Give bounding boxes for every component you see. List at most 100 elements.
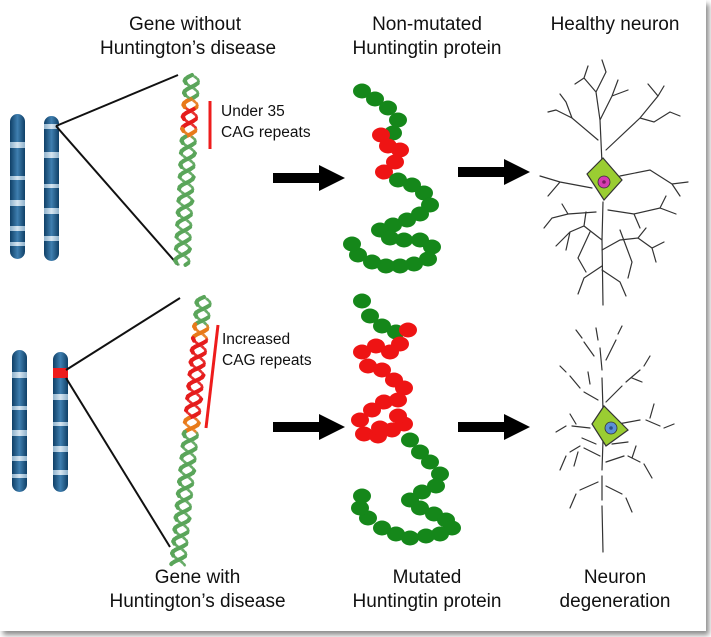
chromosome-right-top xyxy=(44,116,59,261)
neuron-cell-body-degenerating xyxy=(591,405,629,447)
protein-residue xyxy=(431,466,449,482)
gene-healthy-title: Gene without Huntington’s disease xyxy=(100,13,277,61)
chromosome-right-bottom xyxy=(53,352,68,492)
protein-residue xyxy=(423,239,441,255)
protein-healthy-title-line1: Non-mutated xyxy=(372,14,482,35)
protein-residue-cag xyxy=(351,412,369,428)
protein-residue-cag xyxy=(386,154,404,170)
gene-healthy-title-line1: Gene without xyxy=(129,14,241,35)
repeat-marker-mutated xyxy=(204,324,220,429)
neuron-cell-body-healthy xyxy=(586,157,623,201)
protein-residue-cag xyxy=(359,358,377,374)
protein-residue-cag xyxy=(353,344,371,360)
protein-residue xyxy=(387,526,405,542)
neuron-degenerating xyxy=(555,325,675,553)
protein-residue xyxy=(379,100,397,116)
protein-residue xyxy=(373,520,391,536)
repeat-note-mutated-line1: Increased xyxy=(222,331,291,348)
protein-residue xyxy=(413,484,431,500)
gene-mutated-title: Gene with Huntington’s disease xyxy=(100,566,295,614)
protein-residue xyxy=(398,212,416,228)
neuron-mutated-title: Neuron degeneration xyxy=(545,566,685,614)
protein-residue-cag xyxy=(375,394,393,410)
protein-residue-cag xyxy=(389,408,407,424)
protein-residue-cag xyxy=(363,402,381,418)
repeat-note-healthy-line1: Under 35 xyxy=(221,103,285,120)
arrow-gene-to-protein-top xyxy=(273,165,345,191)
arrow-gene-to-protein-bottom xyxy=(273,414,345,440)
repeat-note-mutated: Increased CAG repeats xyxy=(222,329,312,371)
gene-mutated-title-line2: Huntington’s disease xyxy=(109,591,286,612)
protein-residue-cag xyxy=(389,392,407,408)
protein-residue xyxy=(363,254,381,270)
arrow-protein-to-neuron-bottom xyxy=(458,414,530,440)
protein-healthy-title-line2: Huntingtin protein xyxy=(352,38,502,59)
protein-residue xyxy=(419,251,437,267)
protein-residue xyxy=(351,500,369,516)
protein-residue-cag xyxy=(367,338,385,354)
repeat-note-mutated-line2: CAG repeats xyxy=(222,352,312,369)
repeat-note-healthy: Under 35 CAG repeats xyxy=(221,101,311,143)
protein-residue xyxy=(427,478,445,494)
protein-mutated-title-line2: Huntingtin protein xyxy=(352,591,502,612)
dna-helix-mutated xyxy=(169,295,212,567)
protein-residue xyxy=(377,258,395,274)
neuron-healthy-title: Healthy neuron xyxy=(550,14,680,35)
protein-healthy-title: Non-mutated Huntingtin protein xyxy=(337,13,517,61)
protein-residue xyxy=(395,232,413,248)
gene-mutated-title-line1: Gene with xyxy=(154,567,241,588)
protein-mutated xyxy=(351,293,461,546)
protein-residue-cag xyxy=(355,426,373,442)
neuron-mutated-title-line1: Neuron xyxy=(583,567,647,588)
dna-strand-segment xyxy=(174,261,180,266)
protein-residue xyxy=(411,500,429,516)
protein-residue xyxy=(417,528,435,544)
protein-residue xyxy=(421,454,439,470)
protein-residue xyxy=(401,432,419,448)
dna-strand-segment xyxy=(169,561,175,567)
protein-residue-cag xyxy=(375,164,393,180)
protein-residue-cag xyxy=(381,344,399,360)
protein-residue xyxy=(411,444,429,460)
protein-residue xyxy=(353,293,371,309)
protein-residue-cag xyxy=(399,322,417,338)
protein-residue-cag xyxy=(391,142,409,158)
protein-residue xyxy=(353,488,371,504)
protein-residue xyxy=(373,318,391,334)
chromosome-pair-healthy xyxy=(10,74,179,266)
neuron-healthy xyxy=(539,59,689,306)
protein-non-mutated xyxy=(343,83,441,274)
protein-residue xyxy=(389,172,407,188)
protein-residue xyxy=(361,308,379,324)
chromosome-left-bottom xyxy=(12,350,27,492)
protein-mutated-title: Mutated Huntingtin protein xyxy=(337,566,517,614)
protein-residue-cag xyxy=(371,420,389,436)
protein-residue xyxy=(403,177,421,193)
neuron-mutated-title-line2: degeneration xyxy=(559,591,671,612)
protein-residue-cag xyxy=(373,362,391,378)
mutation-band xyxy=(53,368,68,378)
protein-residue xyxy=(381,230,399,246)
protein-residue xyxy=(389,112,407,128)
protein-residue xyxy=(391,258,409,274)
repeat-note-healthy-line2: CAG repeats xyxy=(221,124,311,141)
protein-residue xyxy=(401,530,419,546)
dna-helix-healthy xyxy=(173,73,200,267)
chromosome-pair-mutated xyxy=(12,297,181,548)
protein-residue xyxy=(353,83,371,99)
gene-healthy-title-line2: Huntington’s disease xyxy=(100,38,277,59)
protein-residue xyxy=(343,236,361,252)
protein-residue xyxy=(415,185,433,201)
protein-residue xyxy=(405,256,423,272)
protein-residue xyxy=(431,526,449,542)
dna-strand-segment xyxy=(183,261,191,267)
protein-residue-cag xyxy=(395,380,413,396)
protein-residue-cag xyxy=(372,127,390,143)
arrow-protein-to-neuron-top xyxy=(458,159,530,185)
protein-residue xyxy=(366,91,384,107)
protein-mutated-title-line1: Mutated xyxy=(392,567,462,588)
dna-strand-segment xyxy=(182,563,187,567)
chromosome-left-top xyxy=(10,114,25,259)
